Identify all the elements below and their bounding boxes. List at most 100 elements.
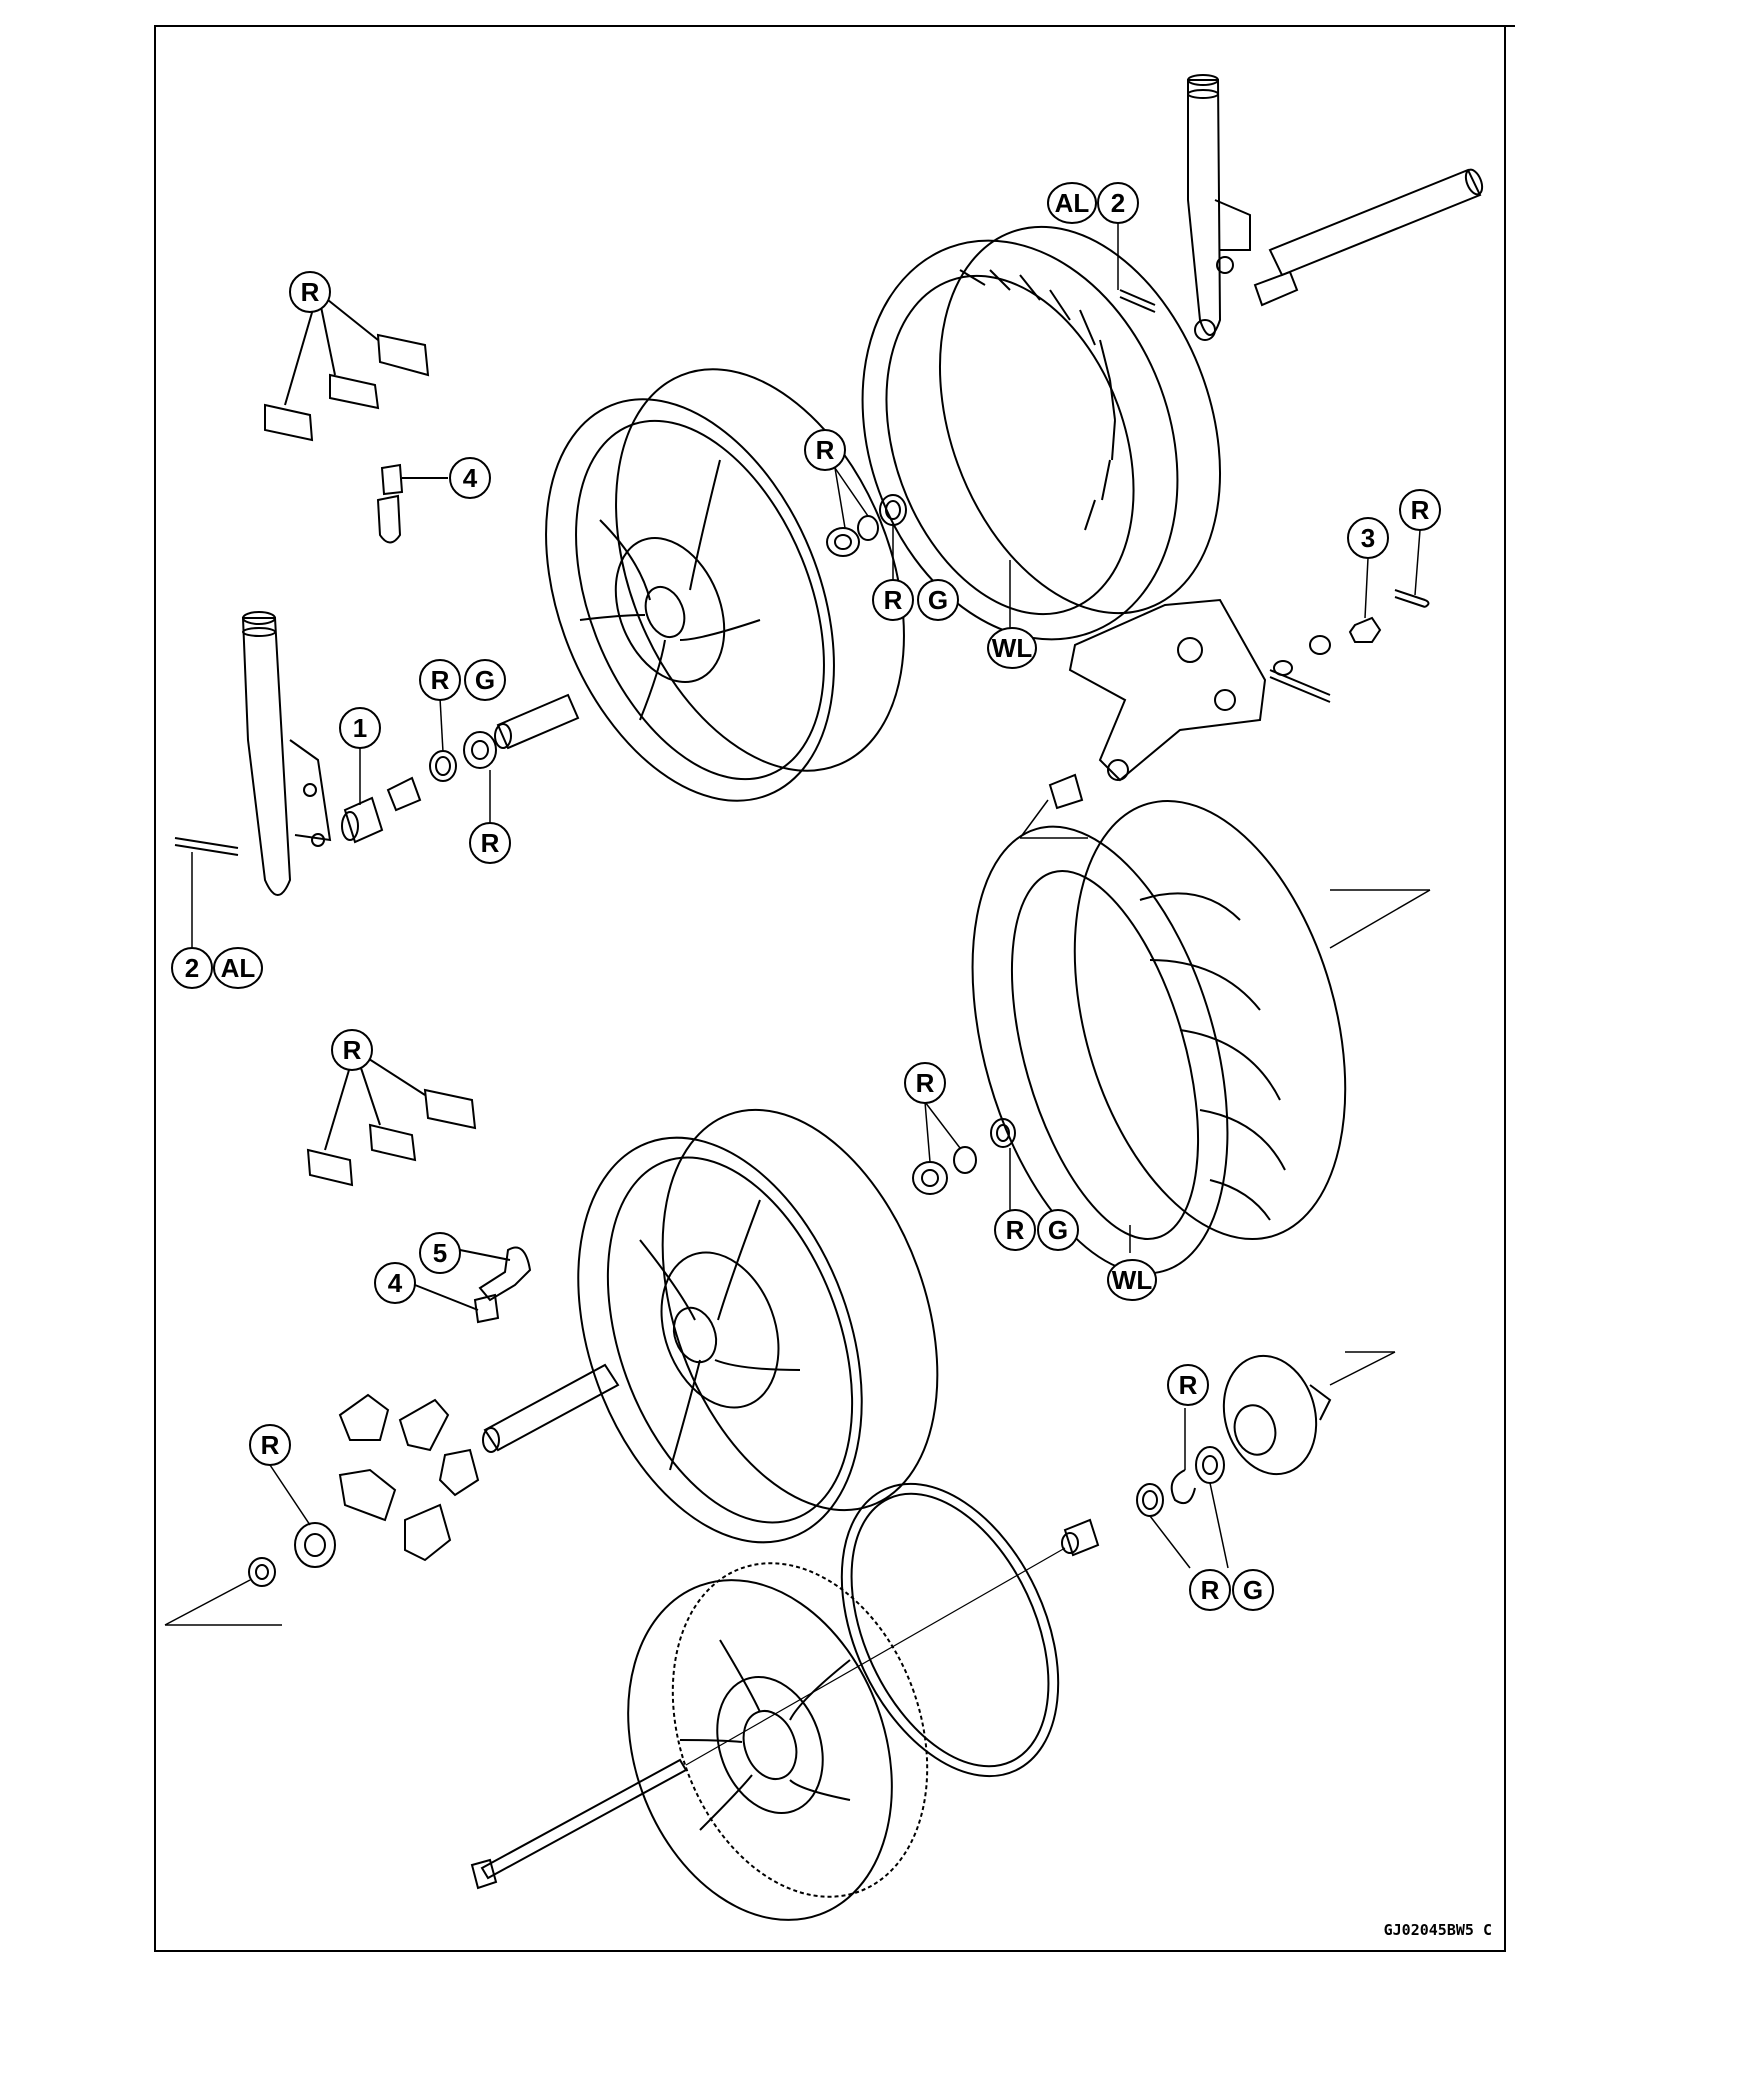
rear-collar-left	[248, 1557, 276, 1587]
front-tire	[861, 225, 1222, 641]
callout-g-seal-2	[464, 659, 506, 701]
callout-r-snap	[1167, 1364, 1209, 1406]
callout-4-valve-2	[374, 1262, 416, 1304]
rear-bearing-left	[294, 1522, 336, 1568]
callout-4-valve-1	[449, 457, 491, 499]
callout-wl-2	[1107, 1259, 1157, 1301]
callout-label-r-weights-1: R	[301, 277, 320, 307]
rear-damper-rubbers	[338, 1393, 480, 1562]
front-collar-left	[386, 776, 422, 812]
callout-label-g-seal-1: G	[928, 585, 948, 615]
sprocket-gasket	[840, 1482, 1060, 1778]
leader-lines	[191, 203, 1421, 1569]
bracket-washer	[1273, 660, 1293, 676]
callout-r-bearing-1	[804, 429, 846, 471]
callout-r-seal-2	[419, 659, 461, 701]
front-distance-collar	[494, 693, 580, 750]
callout-r-weights-1	[289, 271, 331, 313]
front-grease-seal-left	[429, 750, 457, 782]
coupling-center-line	[1329, 1351, 1396, 1386]
callout-label-r-seal-3: R	[1006, 1215, 1025, 1245]
callout-label-2-top: 2	[1111, 188, 1125, 218]
callout-label-r-seal-4: R	[1201, 1575, 1220, 1605]
callout-label-al-bottom: AL	[221, 953, 256, 983]
front-bearing-right	[826, 527, 860, 557]
callout-label-g-seal-4: G	[1243, 1575, 1263, 1605]
callout-g-seal-3	[1037, 1209, 1079, 1251]
coupling-collar	[1061, 1518, 1100, 1557]
callout-label-1-collar: 1	[353, 713, 367, 743]
callout-g-seal-1	[917, 579, 959, 621]
callout-label-3-nut: 3	[1361, 523, 1375, 553]
callout-label-r-seal-1: R	[884, 585, 903, 615]
front-wheel-rim	[545, 368, 905, 802]
callout-label-r-cotter: R	[1411, 495, 1430, 525]
axle-clamp-bolt-top	[1119, 289, 1156, 313]
rear-wheel-rim	[577, 1108, 939, 1544]
axle-clamp-bolt-bottom	[174, 837, 239, 856]
air-valve-front	[376, 463, 448, 544]
rear-pulley	[627, 1562, 929, 1921]
coupling-snap-ring	[1170, 1469, 1196, 1504]
callout-label-r-bearing-2: R	[481, 828, 500, 858]
callout-al-bottom	[213, 947, 263, 989]
callout-r-weights-2	[331, 1029, 373, 1071]
coupling-bearing	[1195, 1446, 1225, 1484]
figure-code: GJ02045BW5 C	[1384, 1921, 1492, 1939]
callout-label-wl-2: WL	[1112, 1265, 1153, 1295]
torque-link-bracket	[1068, 598, 1267, 782]
callout-5-valve	[419, 1232, 461, 1274]
front-grease-seal-right	[879, 494, 907, 526]
callout-label-r-weights-2: R	[343, 1035, 362, 1065]
callout-r-cotter	[1399, 489, 1441, 531]
balance-weights-rear	[306, 1049, 477, 1187]
rear-bearing-right	[912, 1161, 948, 1195]
bracket-center-line	[1019, 799, 1049, 839]
callout-r-bearing-2	[469, 822, 511, 864]
callout-g-seal-4	[1232, 1569, 1274, 1611]
callout-r-bearing-4	[249, 1424, 291, 1466]
rear-axle-center-line	[685, 1547, 1066, 1766]
front-collar-1	[341, 796, 384, 844]
rear-axle	[470, 1758, 688, 1890]
callout-label-r-snap: R	[1179, 1370, 1198, 1400]
rear-distance-collar	[482, 1363, 620, 1453]
callout-labels: AL 2 R 4 R R G WL 3 R R G 1 R 2 AL R R R…	[185, 188, 1430, 1605]
callout-label-r-bearing-4: R	[261, 1430, 280, 1460]
right-fork-leg	[1187, 74, 1251, 341]
front-circlip	[857, 515, 879, 541]
callout-label-4-valve-2: 4	[388, 1268, 403, 1298]
callout-label-2-bottom: 2	[185, 953, 199, 983]
bracket-washer-2	[1309, 635, 1331, 655]
callout-3-nut	[1347, 517, 1389, 559]
front-axle	[1268, 168, 1484, 277]
cotter-pin	[1394, 589, 1430, 608]
callout-label-al-top: AL	[1055, 188, 1090, 218]
callout-label-r-bearing-1: R	[816, 435, 835, 465]
callout-1-collar	[339, 707, 381, 749]
callout-label-r-bearing-3: R	[916, 1068, 935, 1098]
rear-grease-seal-right	[990, 1118, 1016, 1148]
air-valve-rear	[414, 1246, 532, 1324]
callout-2-bottom	[171, 947, 213, 989]
callout-label-r-seal-2: R	[431, 665, 450, 695]
callout-2-top	[1097, 182, 1139, 224]
coupling-grease-seal	[1136, 1483, 1164, 1517]
callout-label-5-valve: 5	[433, 1238, 447, 1268]
callout-label-g-seal-3: G	[1048, 1215, 1068, 1245]
callouts	[171, 182, 1441, 1611]
rear-left-center-line	[164, 1579, 251, 1626]
figure-frame	[154, 25, 1506, 1952]
callout-label-wl-1: WL	[992, 633, 1033, 663]
callout-r-seal-1	[872, 579, 914, 621]
bracket-nut-3	[1348, 616, 1382, 643]
front-axle-collar-right	[1253, 270, 1299, 307]
rear-tire-center-line	[1329, 889, 1431, 949]
callout-label-g-seal-2: G	[475, 665, 495, 695]
callout-r-seal-3	[994, 1209, 1036, 1251]
bracket-collar	[1048, 773, 1084, 810]
rear-circlip	[953, 1146, 977, 1174]
balance-weights-front	[264, 291, 430, 442]
callout-r-seal-4	[1189, 1569, 1231, 1611]
